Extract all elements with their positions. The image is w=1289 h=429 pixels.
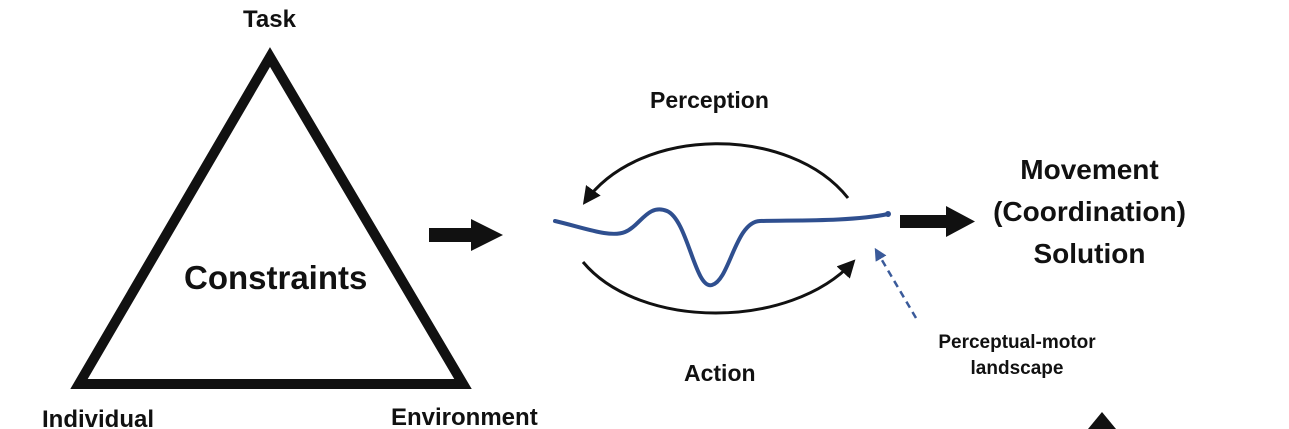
landscape-curve-endpoint <box>885 211 891 217</box>
action-label: Action <box>684 360 756 386</box>
perceptual-motor-landscape-curve <box>553 207 890 288</box>
constraints-label: Constraints <box>184 259 368 296</box>
solution-line2: (Coordination) <box>993 196 1186 227</box>
action-arrow <box>581 259 856 315</box>
landscape-to-solution-arrow <box>900 206 975 237</box>
constraints-to-landscape-arrow <box>429 219 503 251</box>
landscape-pointer-arrow <box>874 247 918 319</box>
solution-line3: Solution <box>1033 238 1146 269</box>
task-label: Task <box>243 6 296 33</box>
partial-arrow-fragment <box>1088 412 1116 429</box>
environment-label: Environment <box>391 404 538 429</box>
landscape-label-line1: Perceptual-motor <box>938 332 1096 353</box>
perceptual-motor-landscape-label: Perceptual-motor landscape <box>921 330 1113 382</box>
individual-label: Individual <box>42 406 155 429</box>
perception-arrow <box>582 142 850 205</box>
landscape-label-line2: landscape <box>970 358 1064 379</box>
perception-label: Perception <box>650 87 769 113</box>
movement-solution-label: Movement (Coordination) Solution <box>972 149 1207 275</box>
solution-line1: Movement <box>1020 154 1159 185</box>
constraints-triangle <box>70 47 472 389</box>
